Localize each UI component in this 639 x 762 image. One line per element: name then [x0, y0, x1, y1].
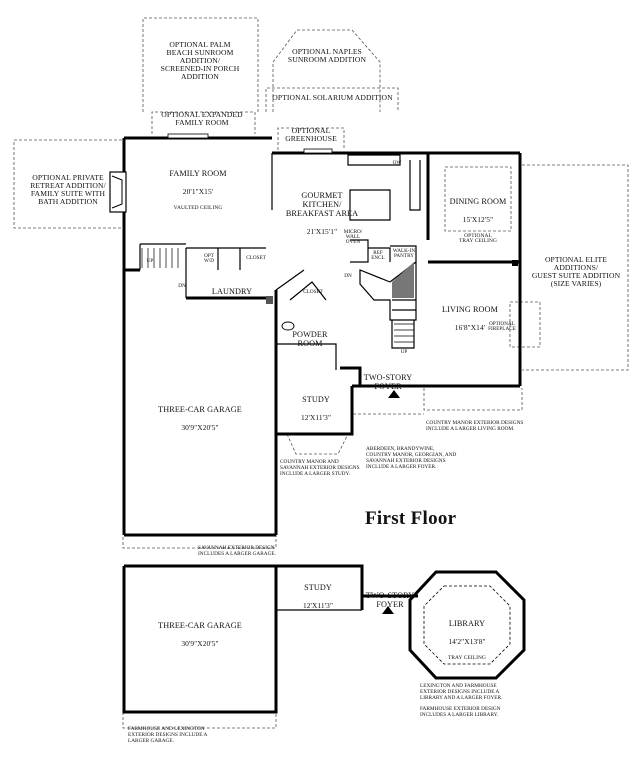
garage-ext-outline	[122, 532, 277, 549]
note-farmhouse-garage: FARMHOUSE AND LEXINGTON EXTERIOR DESIGNS…	[128, 726, 208, 745]
note-country-study: COUNTRY MANOR AND SAVANNAH EXTERIOR DESI…	[280, 459, 360, 478]
room-kitchen-dim: 21'X15'1"	[306, 226, 338, 236]
greenhouse-outline	[277, 127, 345, 150]
room-powder: POWDER ROOM	[288, 323, 332, 357]
label-walk-in: WALK-IN PANTRY	[392, 248, 416, 260]
fireplace-hearth	[111, 175, 123, 209]
stair-treads	[141, 248, 414, 343]
label-up-2: UP	[400, 349, 408, 355]
label-dn-1: DN	[178, 283, 186, 289]
room-family: FAMILY ROOM 20'1"X15' VAULTED CEILING	[148, 162, 248, 220]
label-private-retreat: OPTIONAL PRIVATE RETREAT ADDITION/ FAMIL…	[30, 173, 106, 206]
label-closet-1: CLOSET	[246, 255, 266, 261]
label-elite: OPTIONAL ELITE ADDITIONS/ GUEST SUITE AD…	[531, 255, 621, 288]
dining-tray-outline	[444, 166, 512, 232]
elite-outline	[522, 164, 629, 371]
room-study-dim: 12'X11'3"	[300, 413, 332, 423]
library-octagon	[408, 570, 526, 680]
room-foyer-name: TWO-STORY FOYER	[363, 373, 413, 391]
room-family-sub: VAULTED CEILING	[173, 204, 223, 211]
garage2-ext-outline	[122, 712, 277, 729]
room-kitchen: GOURMET KITCHEN/ BREAKFAST AREA 21'X15'1…	[282, 184, 362, 244]
room-garage-alt: THREE-CAR GARAGE 30'9"X20'5"	[140, 614, 260, 657]
label-naples: OPTIONAL NAPLES SUNROOM ADDITION	[287, 47, 367, 64]
note-savannah-garage: SAVANNAH EXTERIOR DESIGN INCLUDES A LARG…	[198, 545, 276, 558]
study-bottom-wall	[276, 386, 354, 436]
entry-arrow	[388, 390, 400, 398]
label-closet-2: CLOSET	[303, 289, 323, 295]
note-lexington: LEXINGTON AND FARMHOUSE EXTERIOR DESIGNS…	[420, 683, 503, 702]
label-greenhouse: OPTIONAL GREENHOUSE	[285, 126, 337, 143]
note-farmhouse-library: FARMHOUSE EXTERIOR DESIGN INCLUDES A LAR…	[420, 706, 501, 719]
room-foyer-alt-name: TWO-STORY FOYER	[365, 591, 415, 609]
note-aberdeen: ABERDEEN, BRANDYWINE, COUNTRY MANOR, GEO…	[366, 446, 457, 471]
walls-thin	[139, 153, 421, 370]
powder-toilet	[281, 321, 295, 331]
entry-arrow-2	[382, 606, 394, 614]
room-foyer-alt: TWO-STORY FOYER	[362, 584, 418, 618]
room-garage-alt-name: THREE-CAR GARAGE	[158, 621, 242, 631]
room-library-sub: TRAY CEILING	[447, 654, 487, 661]
label-expanded-family: OPTIONAL EXPANDED FAMILY ROOM	[161, 110, 243, 127]
room-study-alt: STUDY 12'X11'3"	[290, 576, 346, 619]
naples-outline	[272, 29, 381, 112]
column-1	[266, 296, 273, 304]
label-fireplace: OPTIONAL FIREPLACE	[488, 321, 516, 333]
room-library-name: LIBRARY	[448, 619, 486, 629]
room-kitchen-name: GOURMET KITCHEN/ BREAKFAST AREA	[285, 191, 359, 218]
room-library-dim: 14'2"X13'8"	[448, 637, 486, 647]
room-study-alt-dim: 12'X11'3"	[302, 601, 334, 611]
walls-lower	[122, 564, 418, 714]
room-dining-dim: 15'X12'5"	[462, 215, 494, 225]
room-powder-name: POWDER ROOM	[292, 330, 328, 348]
optional-outlines	[13, 17, 629, 729]
label-ow: OW	[392, 160, 402, 166]
foyer-left-wall	[340, 366, 362, 386]
room-study-alt-name: STUDY	[304, 583, 332, 593]
note-country-living: COUNTRY MANOR EXTERIOR DESIGNS INCLUDE A…	[426, 420, 524, 433]
door-mark-1	[167, 133, 209, 139]
door-mark-2	[303, 148, 333, 154]
label-micro-oven: MICRO/ WALL OVEN	[343, 229, 363, 246]
room-family-dim: 20'1"X15'	[182, 187, 214, 197]
room-study: STUDY 12'X11'3"	[286, 388, 346, 431]
room-dining-sub: OPTIONAL TRAY CEILING	[458, 232, 498, 245]
solarium-outline	[265, 87, 399, 112]
room-garage-name: THREE-CAR GARAGE	[158, 405, 242, 415]
room-living-name: LIVING ROOM	[442, 305, 498, 315]
retreat-outline	[13, 139, 122, 229]
room-dining: DINING ROOM 15'X12'5" OPTIONAL TRAY CEIL…	[438, 190, 518, 253]
label-solarium: OPTIONAL SOLARIUM ADDITION	[272, 93, 393, 102]
room-living-dim: 16'8"X14'	[454, 323, 486, 333]
expanded-family-outline	[151, 111, 256, 134]
fireplace-outline	[509, 301, 541, 348]
label-palm-beach: OPTIONAL PALM BEACH SUNROOM ADDITION/ SC…	[160, 40, 240, 81]
room-foyer: TWO-STORY FOYER	[360, 366, 416, 400]
room-laundry-name: LAUNDRY	[211, 287, 253, 297]
palm-beach-outline	[142, 17, 259, 112]
room-living: LIVING ROOM 16'8"X14'	[430, 298, 510, 341]
label-dn-2: DN	[344, 273, 352, 279]
room-study-name: STUDY	[302, 395, 330, 405]
label-opt-wd: OPT W/D	[203, 253, 215, 265]
column-2	[512, 260, 518, 266]
room-library: LIBRARY 14'2"X13'8" TRAY CEILING	[430, 612, 504, 670]
room-dining-name: DINING ROOM	[449, 197, 507, 207]
room-garage-alt-dim: 30'9"X20'5"	[181, 639, 219, 649]
room-family-name: FAMILY ROOM	[169, 169, 227, 179]
study-ext-outline	[286, 433, 349, 455]
floor-title: First Floor	[365, 508, 457, 529]
label-ref: REF ENCL	[371, 250, 385, 262]
stair-shade	[392, 262, 414, 298]
label-up-1: UP	[146, 258, 154, 264]
living-ext-outline	[423, 388, 523, 411]
room-garage-dim: 30'9"X20'5"	[181, 423, 219, 433]
room-laundry: LAUNDRY	[204, 280, 260, 305]
room-garage: THREE-CAR GARAGE 30'9"X20'5"	[140, 398, 260, 441]
